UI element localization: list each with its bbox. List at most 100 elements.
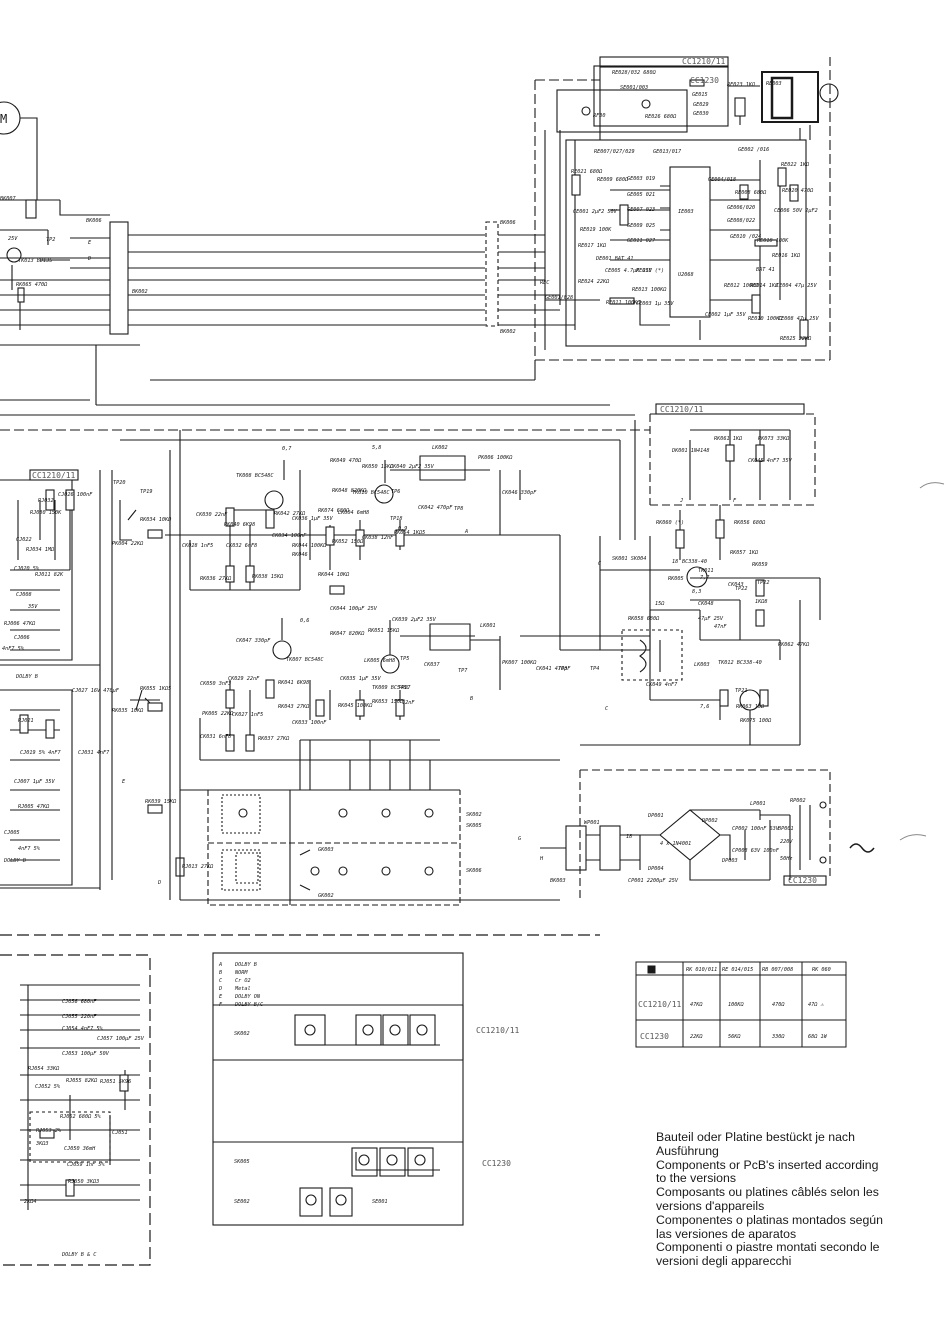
part-label: CE001 2μF2 50V — [573, 209, 618, 215]
pin-label: E — [88, 240, 92, 246]
part-label: RK058 680Ω — [628, 616, 660, 622]
tp-label: TP19 — [140, 489, 153, 495]
versions-note: Bauteil oder Platine bestückt je nach Au… — [656, 1130, 906, 1269]
part-label: CK027 1nF5 — [232, 712, 263, 718]
part-label: RK047 820KΩ — [330, 631, 365, 637]
motor-section-labels: BK007 TK013 BD135 RK065 470Ω 25V TP2 BK0… — [0, 196, 516, 335]
part-label: CJ019 5% 4nF7 — [20, 750, 61, 756]
part-label: RF30 — [593, 113, 606, 119]
note-line: Ausführung — [656, 1143, 719, 1158]
part-label: CJ022 — [16, 537, 32, 543]
part-label: RK039 15KΩ — [145, 799, 177, 805]
part-label: RK061 1KΩ — [714, 436, 743, 442]
legend-mark-e: E — [219, 994, 223, 1000]
part-label: RK062 47KΩ — [778, 642, 810, 648]
connector-bk002-left: BK002 — [132, 289, 148, 295]
part-label: RK075 100Ω — [740, 718, 772, 724]
part-label: RJ030 150K — [30, 510, 62, 516]
legend-text-cro2: Cr O2 — [235, 978, 251, 984]
part-label: GE013/017 — [653, 149, 682, 155]
part-label: TK011 — [698, 568, 714, 574]
tp-label: TP5 — [400, 656, 409, 662]
part-label: GE005 021 — [627, 192, 655, 198]
table-header: RB 007/008 — [762, 967, 793, 973]
version-table-text: RK 010/011 RE 014/015 RB 007/008 RK 060 … — [638, 967, 831, 1041]
part-label: 18 — [672, 559, 678, 565]
pin-label: G — [518, 836, 521, 842]
part-label: RE009 680Ω — [597, 177, 629, 183]
part-label: 18 — [626, 834, 632, 840]
part-label: RJ055 82KΩ — [66, 1078, 98, 1084]
part-label: 25V — [8, 236, 18, 242]
part-label: BAT 41 — [756, 267, 775, 273]
part-label: CJ056 680nF — [62, 999, 97, 1005]
part-label: RJ050 3KΩ3 — [68, 1179, 99, 1185]
part-label: CK040 2μF2 35V — [390, 464, 435, 470]
part-label: GE030 — [693, 111, 709, 117]
tp-label: TP3 — [558, 666, 567, 672]
part-label: RK048 820KΩ — [332, 488, 367, 494]
legend-text-dolby-bc: DOLBY B/C — [234, 1002, 264, 1008]
part-label: CK028 1nF5 — [182, 543, 213, 549]
part-label: RE020 470Ω — [782, 188, 814, 194]
part-label: RE013 100KΩ — [632, 287, 667, 293]
part-label: RJ011 82K — [35, 572, 64, 578]
part-label: RE015 (*) — [636, 268, 664, 274]
part-label: RE017 1KΩ — [578, 243, 607, 249]
part-label: DOLBY B — [3, 858, 26, 864]
part-label: CP003 63V 100nF — [732, 848, 780, 854]
part-label: PK007 100KΩ — [502, 660, 537, 666]
part-label: DOLBY B — [15, 674, 38, 680]
part-label: GE011 027 — [627, 238, 656, 244]
connector-sk001-sk004: SK001 SK004 — [612, 556, 646, 562]
part-label: 4nF7 5% — [18, 846, 41, 852]
part-label: RK038 15KΩ — [252, 574, 284, 580]
part-label: CE004 47μ 25V — [776, 283, 817, 289]
part-label: CK042 470pF — [418, 505, 453, 511]
pin-label: H — [539, 856, 544, 862]
part-label: CP002 100nF 63V — [732, 826, 780, 832]
legend-mark-d: D — [218, 986, 222, 992]
part-label: CK049 4nF7 — [646, 682, 678, 688]
part-label: 35V — [27, 604, 38, 610]
table-cell: 47Ω ⚠ — [808, 1002, 824, 1008]
version-box-cc1210-mid: CC1210/11 — [660, 405, 704, 414]
tp-label: TP4 — [590, 666, 599, 672]
part-label: RE022 1KΩ — [781, 162, 810, 168]
part-label: DK001 1N4148 — [671, 448, 709, 454]
part-label: RK040 6K98 — [224, 522, 255, 528]
part-label: CK035 1μF 35V — [340, 676, 381, 682]
part-label: RK044 100KΩ — [292, 543, 327, 549]
part-label: RJ054 33KΩ — [28, 1066, 60, 1072]
note-line: Bauteil oder Platine bestückt je nach — [656, 1130, 855, 1144]
tp-label: TP6 — [391, 489, 400, 495]
part-label: BC338-40 — [682, 559, 707, 565]
connector-gk003: GK003 — [318, 847, 334, 853]
part-label: CK036 1μF 35V — [292, 516, 333, 522]
connector-sk005: SK005 — [466, 823, 482, 829]
part-label: GE029 — [693, 102, 709, 108]
part-label: CJ051 — [112, 1130, 128, 1136]
part-label: RK056 680Ω — [734, 520, 766, 526]
tp-label: TP21 — [735, 688, 748, 694]
part-label: TK008 BC548C — [236, 473, 274, 479]
table-cell: 68Ω 1W — [808, 1034, 828, 1040]
tp-label: TP18 — [390, 516, 403, 522]
part-label: RE007/027/029 — [594, 149, 635, 155]
part-label: CK043 — [728, 582, 744, 588]
connector-gk002: GK002 — [318, 893, 334, 899]
part-label: RJ021 — [18, 718, 34, 724]
table-cell: 22KΩ — [690, 1034, 703, 1040]
part-label: DP003 — [721, 858, 738, 864]
part-label: DE001 BAT 41 — [595, 256, 633, 262]
part-label: CK034 100nF — [272, 533, 307, 539]
tp-label: TP7 — [458, 668, 468, 674]
switch-section-labels: SK002 SK005 SK006 GK002 GK003 — [318, 812, 482, 899]
motor-section: M — [0, 101, 650, 431]
part-label: RK034 10KΩ — [140, 517, 172, 523]
legend-box — [212, 952, 464, 1226]
table-header: RK 010/011 — [686, 967, 717, 973]
note-line: Componentes o platinas montados según — [656, 1212, 883, 1227]
